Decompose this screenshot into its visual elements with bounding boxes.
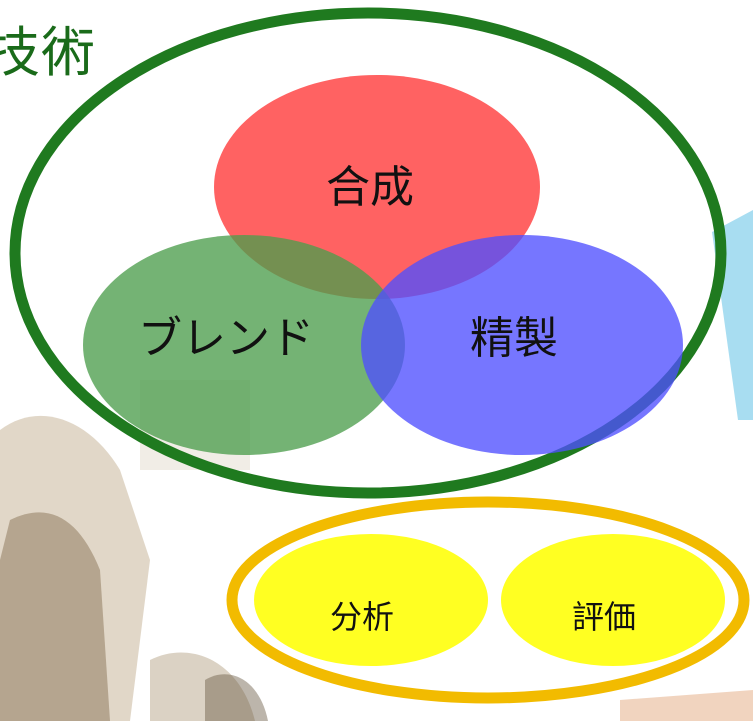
venn-circle-blend [83, 235, 405, 455]
synthesis-label: 合成 [326, 162, 414, 213]
refining-label: 精製 [470, 313, 558, 364]
support-outline [226, 496, 750, 704]
technology-outline [9, 7, 727, 499]
title-text: 技術 [0, 21, 96, 84]
analysis-label: 分析 [330, 598, 395, 636]
analysis-oval [254, 534, 488, 666]
evaluation-oval [501, 534, 725, 666]
evaluation-label: 評価 [572, 598, 637, 636]
blend-label: ブレンド [138, 313, 314, 364]
venn-circle-refining [361, 235, 683, 455]
